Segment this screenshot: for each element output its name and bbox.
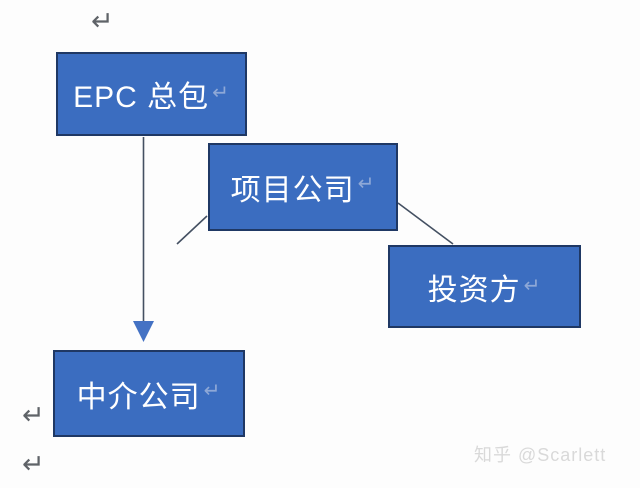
return-mark-icon: ↵ (523, 273, 542, 297)
node-project-label: 项目公司 (230, 174, 355, 207)
edge-project-to-investor-line (397, 202, 454, 245)
node-project-company: 项目公司 ↵ (208, 143, 398, 231)
paragraph-return-mark-icon: ↵ (22, 400, 45, 431)
node-agency-label: 中介公司 (76, 380, 201, 414)
node-agency-company: 中介公司 ↵ (53, 350, 245, 437)
node-investor: 投资方 ↵ (388, 245, 581, 328)
return-mark-icon: ↵ (357, 171, 376, 195)
node-epc-contractor: EPC 总包 ↵ (56, 52, 247, 136)
edge-epc-to-agency-arrowhead-icon (133, 321, 154, 342)
node-epc-label: EPC 总包 (73, 81, 210, 114)
return-mark-icon: ↵ (212, 80, 230, 104)
return-mark-icon: ↵ (203, 378, 222, 402)
edge-project-partial-line (176, 215, 208, 245)
paragraph-return-mark-icon: ↵ (22, 449, 45, 480)
paragraph-return-mark-icon: ↵ (91, 6, 114, 37)
node-investor-label: 投资方 (427, 273, 521, 307)
zhihu-watermark: 知乎 @Scarlett (474, 445, 607, 465)
